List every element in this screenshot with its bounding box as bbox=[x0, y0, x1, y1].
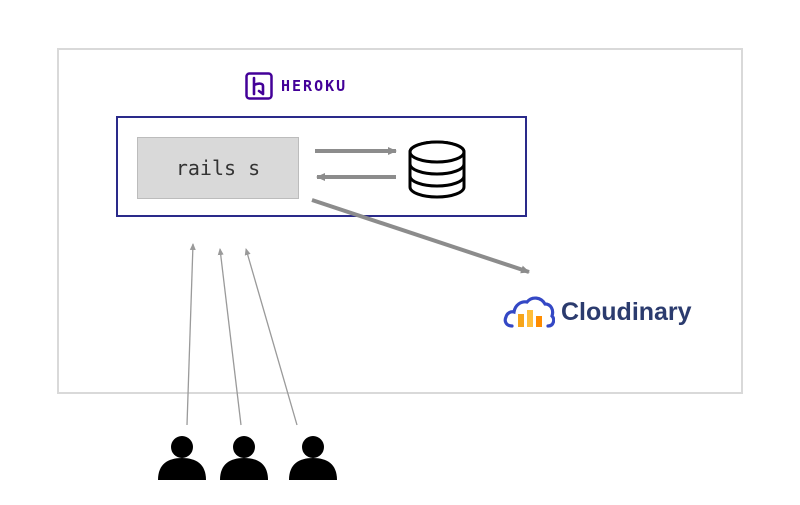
user-icon bbox=[289, 436, 337, 480]
heroku-logo: HEROKU bbox=[245, 70, 347, 102]
database-icon bbox=[408, 140, 466, 199]
heroku-icon bbox=[245, 72, 273, 100]
user-icon bbox=[158, 436, 206, 480]
cloudinary-logo: Cloudinary bbox=[503, 292, 692, 332]
arrow-user-1-request bbox=[186, 243, 196, 426]
cloudinary-cloud-icon bbox=[503, 296, 555, 328]
heroku-platform-frame bbox=[57, 48, 743, 394]
arrow-rails-to-cloudinary bbox=[311, 198, 530, 274]
rails-server-box: rails s bbox=[137, 137, 299, 199]
cloudinary-wordmark: Cloudinary bbox=[561, 297, 692, 326]
user-icon bbox=[220, 436, 268, 480]
arrow-user-2-request bbox=[217, 248, 242, 426]
heroku-wordmark: HEROKU bbox=[281, 77, 348, 95]
arrow-user-3-request bbox=[244, 248, 298, 426]
heroku-dyno bbox=[116, 116, 527, 217]
rails-server-label: rails s bbox=[175, 156, 261, 180]
